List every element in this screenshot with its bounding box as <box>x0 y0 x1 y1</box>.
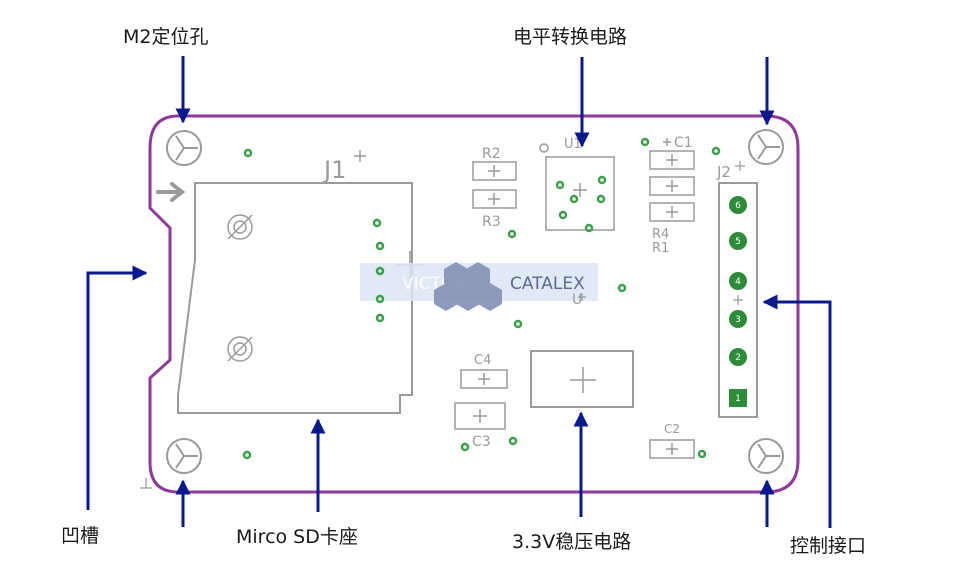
pin-label-1: 1 <box>735 394 741 404</box>
pin-label-3: 3 <box>735 315 741 325</box>
pin-label-6: 6 <box>735 201 741 211</box>
watermark-right: CATALEX <box>510 274 585 294</box>
insert-arrow-icon <box>156 182 186 202</box>
label-regulator: 3.3V稳压电路 <box>512 531 632 553</box>
resistor-r2 <box>472 161 517 181</box>
arrow-notch <box>86 265 148 510</box>
resistor-r3 <box>472 189 517 209</box>
regulator-ic <box>530 350 634 408</box>
silk-u1: U1 <box>564 137 582 152</box>
sd-socket-hole-2 <box>227 336 253 362</box>
silk-r1: R1 <box>652 241 669 256</box>
sd-socket-outline <box>177 182 413 414</box>
pin-label-5: 5 <box>735 237 741 247</box>
label-sd-socket: Mirco SD卡座 <box>236 526 358 548</box>
capacitor-c2 <box>649 439 695 459</box>
header-j2 <box>718 182 758 418</box>
mounting-hole-top-left <box>166 130 202 166</box>
label-notch: 凹槽 <box>61 525 100 547</box>
silk-c4: C4 <box>474 353 491 368</box>
silk-j1: J1 <box>322 156 346 184</box>
capacitor-c1 <box>649 150 695 170</box>
label-m2-hole: M2定位孔 <box>123 26 209 48</box>
vias <box>242 137 721 460</box>
resistor-r1 <box>649 202 695 222</box>
pin-label-4: 4 <box>735 277 741 287</box>
silk-c3: C3 <box>472 434 491 450</box>
label-control-port: 控制接口 <box>790 535 867 557</box>
capacitor-c3 <box>454 402 506 430</box>
silk-c2: C2 <box>664 422 680 436</box>
sd-socket-hole-1 <box>227 214 253 240</box>
silk-c1: C1 <box>674 135 693 151</box>
ic-u1 <box>545 156 615 231</box>
callout-arrows <box>86 56 832 528</box>
capacitor-c4 <box>460 369 508 389</box>
mounting-hole-top-right <box>748 129 784 165</box>
silk-r2: R2 <box>482 146 501 162</box>
resistor-r4 <box>649 176 695 196</box>
silk-u: U <box>572 292 582 308</box>
pin-label-2: 2 <box>735 353 741 363</box>
mounting-hole-bottom-left <box>166 438 202 474</box>
silk-r4: R4 <box>652 227 669 242</box>
silk-r3: R3 <box>482 214 501 230</box>
watermark-logo <box>434 262 502 311</box>
label-level-shift: 电平转换电路 <box>513 26 628 48</box>
silk-j2: J2 <box>716 163 731 181</box>
mounting-hole-bottom-right <box>748 438 784 474</box>
arrow-control-port <box>762 294 832 528</box>
header-j2-pins <box>729 196 747 407</box>
